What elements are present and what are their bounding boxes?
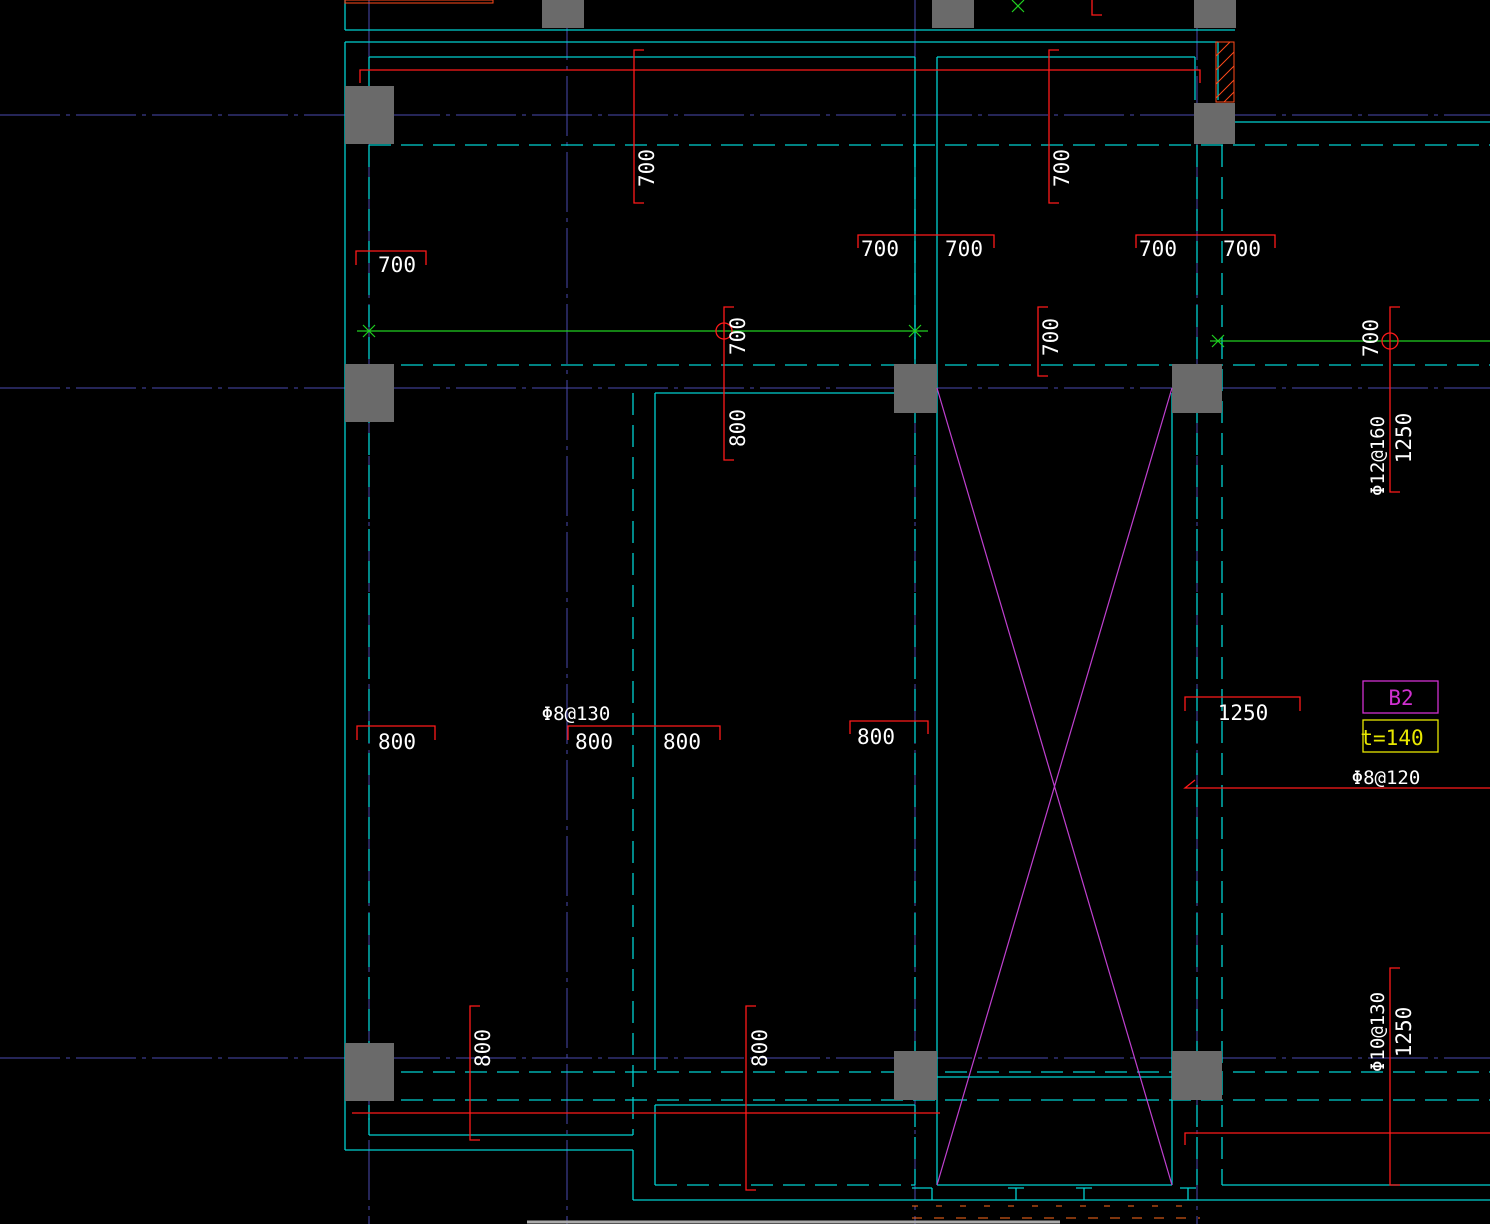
rebar-lines — [352, 0, 1490, 1191]
dim-lower-right-800: 800 — [857, 725, 895, 749]
rebar-800-left — [356, 725, 436, 740]
dim-lower-left-800: 800 — [378, 730, 416, 754]
hatch-strip-right — [1215, 41, 1235, 103]
dim-left-bay-top: 700 — [378, 253, 416, 277]
column-block — [1194, 0, 1236, 28]
hatch-line — [1215, 41, 1231, 57]
rebar-right-bay-vertical — [1037, 306, 1048, 377]
rebar-spec-right-upper: Φ12@160 — [1367, 416, 1389, 496]
wall-mark — [1076, 1187, 1092, 1200]
column-block — [542, 0, 584, 28]
rebar-spec-right-lower: Φ10@130 — [1367, 992, 1389, 1072]
hatch-line — [1223, 91, 1235, 103]
rebar-top-right-vertical — [1048, 49, 1059, 204]
column-block — [345, 1043, 394, 1101]
rebar-top-left-vertical — [633, 49, 644, 204]
column-block — [932, 0, 974, 28]
column-block — [1172, 364, 1222, 413]
column-block — [1172, 1051, 1222, 1100]
reference-cross — [1011, 0, 1025, 13]
dim-mid-left-a: 700 — [861, 237, 899, 261]
reference-cross — [362, 324, 376, 338]
dim-opening-right-1250: 1250 — [1218, 701, 1269, 725]
dim-center-vertical-upper: 700 — [726, 317, 750, 355]
bottom-wall-marks — [527, 1187, 1196, 1224]
column-block — [1194, 103, 1235, 144]
dim-mid-left-b: 700 — [945, 237, 983, 261]
reference-cross — [908, 324, 922, 338]
slab-thickness: t=140 — [1360, 726, 1423, 750]
rebar-bottom-mid-vertical — [745, 1005, 756, 1191]
hatch-line — [1215, 65, 1235, 85]
rebar-spec-labels: Φ8@130 Φ12@160 Φ8@120 Φ10@130 — [542, 416, 1421, 1072]
rebar-700-right — [1135, 234, 1276, 248]
column-block — [894, 1051, 937, 1100]
dim-mid-right-b: 700 — [1223, 237, 1261, 261]
rebar-top-long — [359, 69, 1201, 83]
dim-lower-mid-800-b: 800 — [663, 730, 701, 754]
column-block — [345, 364, 394, 422]
rebar-1250-opening — [1184, 696, 1301, 711]
slab-name: B2 — [1388, 686, 1413, 710]
rebar-700-mid — [857, 234, 995, 248]
opening-cross — [936, 387, 1173, 1186]
dim-far-right-1250-lower: 1250 — [1392, 1007, 1416, 1058]
reference-lines — [357, 0, 1490, 348]
rebar-800-right — [849, 720, 929, 734]
hatch-areas — [344, 0, 1235, 1219]
dim-far-right-1250-upper: 1250 — [1392, 413, 1416, 464]
dim-bottom-left-vertical-800: 800 — [471, 1029, 495, 1067]
rebar-bottom-right — [1184, 1132, 1490, 1145]
dim-center-vertical-lower: 800 — [726, 409, 750, 447]
wall-mark — [1180, 1187, 1196, 1200]
rebar-far-right-lower — [1389, 967, 1400, 1186]
dimension-labels: 700 700 700 700 700 700 700 700 800 700 … — [378, 149, 1416, 1067]
slab-thickness-box — [1362, 719, 1439, 753]
column-block — [345, 86, 394, 144]
rebar-center-marker — [715, 322, 733, 340]
rebar-right-mid — [1183, 779, 1490, 789]
dim-mid-right-a: 700 — [1139, 237, 1177, 261]
slab-tag[interactable]: B2 t=140 — [1360, 680, 1439, 753]
rebar-700-left — [355, 250, 427, 265]
columns — [345, 0, 1236, 1101]
rebar-spec-right-mid: Φ8@120 — [1352, 767, 1421, 789]
rebar-800-mid — [567, 725, 721, 740]
hatch-line — [1215, 51, 1235, 71]
rebar-spec-slab-main: Φ8@130 — [542, 703, 611, 725]
hatch-line — [1215, 79, 1235, 99]
opening-diagonal — [936, 387, 1173, 1186]
slab-name-box — [1362, 680, 1439, 714]
dim-lower-mid-800-a: 800 — [575, 730, 613, 754]
wall-mark — [1008, 1187, 1024, 1200]
dim-bottom-mid-vertical-800: 800 — [748, 1029, 772, 1067]
dim-top-right-vertical: 700 — [1050, 149, 1074, 187]
hatch-strip-top — [344, 0, 494, 4]
column-block — [894, 364, 937, 413]
rebar-center-vertical — [723, 306, 734, 461]
rebar-far-right-upper — [1389, 306, 1400, 493]
dim-top-left-vertical: 700 — [635, 149, 659, 187]
wall-mark — [912, 1187, 933, 1200]
rebar-far-right-marker — [1381, 332, 1399, 350]
rebar-top-fragment — [1091, 0, 1102, 16]
dim-right-bay-vertical: 700 — [1039, 318, 1063, 356]
rebar-bottom-left-vertical — [469, 1005, 480, 1141]
reference-cross — [1211, 334, 1225, 348]
dim-far-right-vertical: 700 — [1359, 319, 1383, 357]
